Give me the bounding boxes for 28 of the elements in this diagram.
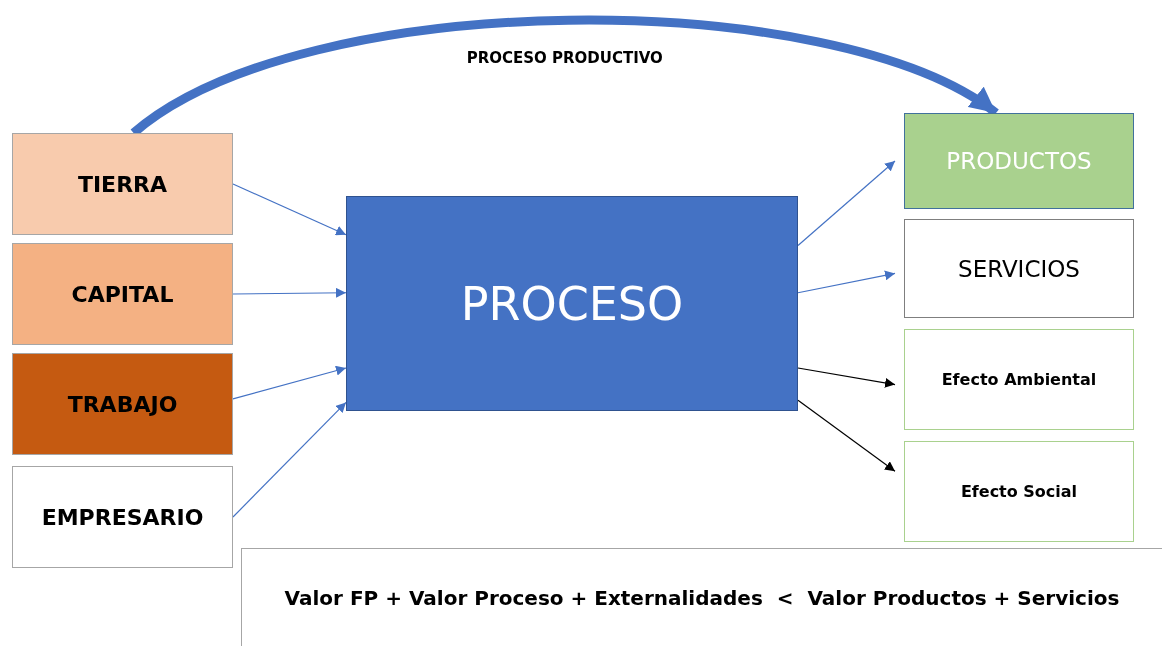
- box-label: EMPRESARIO: [41, 504, 204, 530]
- box-label: Efecto Social: [960, 482, 1078, 501]
- output-box: [904, 329, 1134, 430]
- box-label: TIERRA: [77, 171, 168, 197]
- input-box: [12, 243, 233, 345]
- input-box: [12, 353, 233, 455]
- process-box: [346, 196, 798, 411]
- box-label: PROCESO: [460, 276, 684, 331]
- arrow: [232, 183, 347, 236]
- arrow: [232, 287, 347, 298]
- output-box: [904, 113, 1134, 209]
- formula-text: Valor FP + Valor Proceso + Externalidades < Valor Productos + Servicios: [284, 585, 1120, 610]
- output-box: [904, 219, 1134, 318]
- box-label: PRODUCTOS: [946, 148, 1092, 174]
- arrow: [797, 160, 896, 247]
- box-label: Efecto Ambiental: [941, 370, 1097, 389]
- arrow: [232, 401, 347, 518]
- box-label: SERVICIOS: [958, 255, 1080, 282]
- arrow: [797, 399, 896, 472]
- input-box: [12, 466, 233, 568]
- output-box: [904, 441, 1134, 542]
- box-label: TRABAJO: [67, 391, 178, 417]
- formula-box: [241, 548, 1162, 646]
- arrow: [797, 270, 896, 294]
- input-box: [12, 133, 233, 235]
- box-label: CAPITAL: [71, 281, 174, 307]
- arrow: [797, 367, 896, 388]
- arrow: [232, 365, 347, 400]
